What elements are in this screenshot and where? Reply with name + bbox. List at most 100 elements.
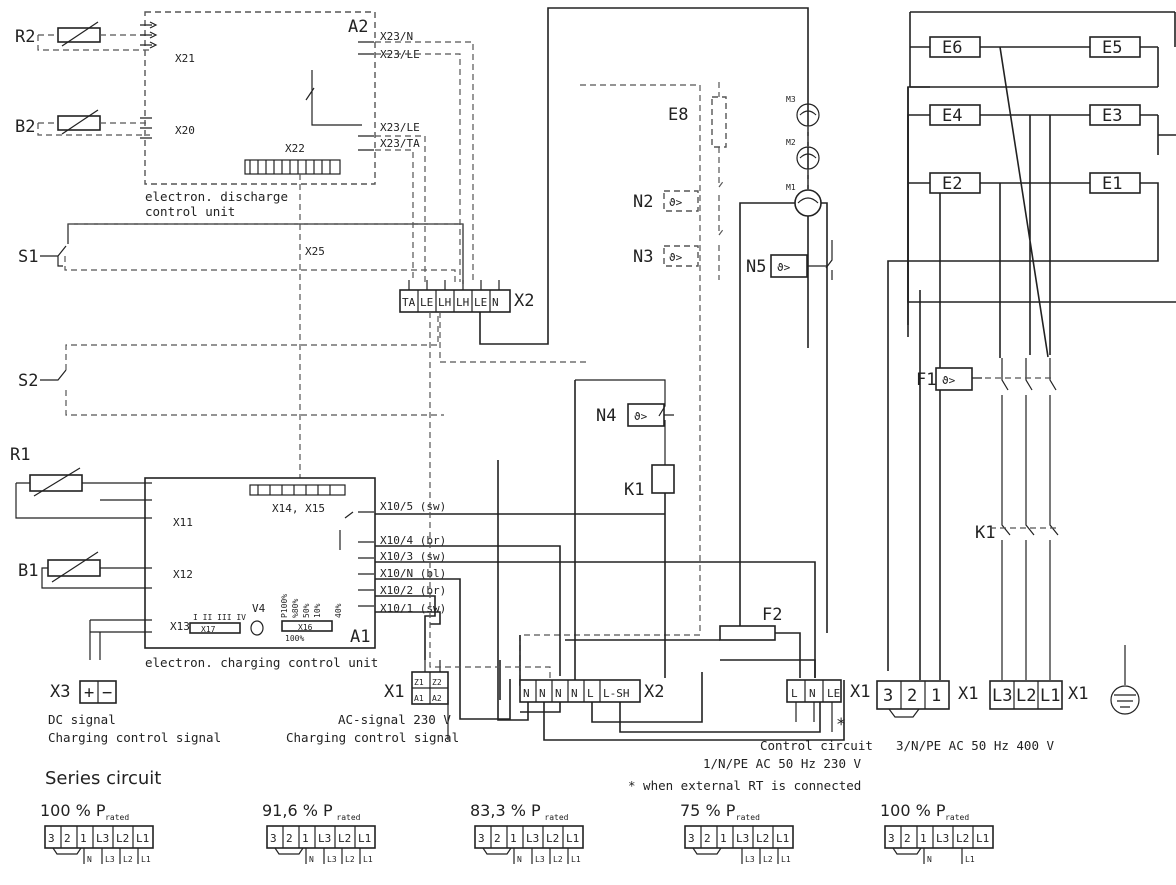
ac-charging-label: Charging control signal [286, 730, 459, 745]
series-block-4 [884, 825, 994, 849]
series-0-below-3: L1 [141, 855, 151, 864]
a2-title-line1: electron. discharge [145, 189, 288, 204]
e5-label: E5 [1102, 38, 1122, 58]
x2-upper-terminal-0: TA [402, 296, 416, 309]
x10-2-label: X10/2 (br) [380, 584, 446, 597]
series-sub-4: rated [945, 813, 969, 822]
series-4-term-4: L2 [956, 832, 969, 845]
x1-ac-z1: Z1 [414, 678, 424, 687]
n4-label: N4 [596, 406, 616, 426]
x2-upper-label: X2 [514, 291, 534, 311]
x2-lower-terminal-4: L [587, 687, 594, 700]
n4-symbol: ϑ> [634, 410, 648, 423]
series-3-term-3: L3 [736, 832, 749, 845]
x23-plugs [358, 41, 374, 151]
ground-icon [1110, 645, 1140, 715]
a1-label: A1 [350, 627, 370, 647]
x17-marks: I II III IV [193, 613, 246, 622]
series-1-term-0: 3 [270, 832, 277, 845]
series-2-term-0: 3 [478, 832, 485, 845]
x10-wires [375, 513, 816, 720]
f2-label: F2 [762, 605, 782, 625]
series-4-below-1: L1 [965, 855, 975, 864]
x1-l-label: X1 [1068, 684, 1088, 704]
x10-4-label: X10/4 (br) [380, 534, 446, 547]
f1-contacts [972, 358, 1057, 391]
x13-wires [89, 619, 152, 660]
series-4-term-5: L1 [976, 832, 989, 845]
series-2-term-2: 1 [510, 832, 517, 845]
x16-pct-4: 40% [334, 603, 343, 618]
series-1-below-1: L3 [327, 855, 337, 864]
n5-label: N5 [746, 257, 766, 277]
series-2-term-4: L2 [546, 832, 559, 845]
series-1-term-5: L1 [358, 832, 371, 845]
x1-ctrl-terminal-1: N [809, 687, 816, 700]
x14-x15-label: X14, X15 [272, 502, 325, 515]
x1-ctrl-asterisk: * [836, 715, 846, 735]
e2-heater [929, 172, 981, 194]
series-2-below-1: L3 [535, 855, 545, 864]
x1-ac-a1: A1 [414, 694, 424, 703]
e3-label: E3 [1102, 106, 1122, 126]
x14-x15-connector [249, 484, 346, 496]
x2-lower-terminal-3: N [571, 687, 578, 700]
x2-upper-terminal-5: N [492, 296, 499, 309]
x3-minus: − [102, 683, 112, 703]
e6-heater [929, 36, 981, 58]
series-0-below-2: L2 [123, 855, 133, 864]
e1-label: E1 [1102, 174, 1122, 194]
e8-dashed-loop [439, 84, 701, 680]
n3-symbol: ϑ> [669, 251, 683, 264]
e1-heater [1089, 172, 1141, 194]
series-1-term-3: L3 [318, 832, 331, 845]
e5-heater [1089, 36, 1141, 58]
n2-label: N2 [633, 192, 653, 212]
f1-symbol: ϑ> [942, 374, 956, 387]
fan-wires [739, 202, 828, 633]
x21-plugs [140, 21, 158, 49]
series-1-below-2: L2 [345, 855, 355, 864]
k1-coil-label: K1 [624, 480, 644, 500]
x1-ctrl-terminal-block [786, 679, 842, 703]
x16-connector [281, 620, 333, 632]
x1-ac-terminal [411, 671, 449, 705]
r1-label: R1 [10, 445, 30, 465]
s2-dashed [65, 305, 444, 416]
b2-sensor [37, 109, 152, 139]
x2-upper-terminal-1: LE [420, 296, 433, 309]
series-3-term-5: L1 [776, 832, 789, 845]
k1-contacts [1001, 395, 1059, 680]
x1-l-terminal-0: L3 [992, 686, 1012, 706]
x23-n-label: X23/N [380, 30, 413, 43]
r1-sensor [15, 467, 152, 519]
x16-pct-100: 100% [285, 634, 304, 643]
series-2-below-2: L2 [553, 855, 563, 864]
n5-contact [807, 240, 833, 280]
x2-lower-terminal-0: N [523, 687, 530, 700]
series-block-2 [474, 825, 584, 849]
x1-l-terminal-block [989, 680, 1063, 710]
series-pct-0: 100 % P [40, 801, 106, 820]
series-0-below-0: N [87, 855, 92, 864]
x16-label: X16 [298, 623, 313, 632]
r2-sensor [37, 21, 150, 51]
series-0-term-0: 3 [48, 832, 55, 845]
a2-to-x2-dashed [375, 41, 474, 282]
dc-signal-label: DC signal [48, 712, 116, 727]
x2-lower-terminal-5: L-SH [603, 687, 630, 700]
dc-charging-label: Charging control signal [48, 730, 221, 745]
series-circuit-title: Series circuit [45, 768, 161, 789]
a2-control-unit-box [144, 11, 376, 185]
x2-lower-dashed [429, 312, 551, 680]
series-1-term-1: 2 [286, 832, 293, 845]
series-4-term-3: L3 [936, 832, 949, 845]
x1-ac-wires [424, 660, 449, 740]
series-block-0 [44, 825, 154, 849]
x17-connector [189, 622, 241, 634]
